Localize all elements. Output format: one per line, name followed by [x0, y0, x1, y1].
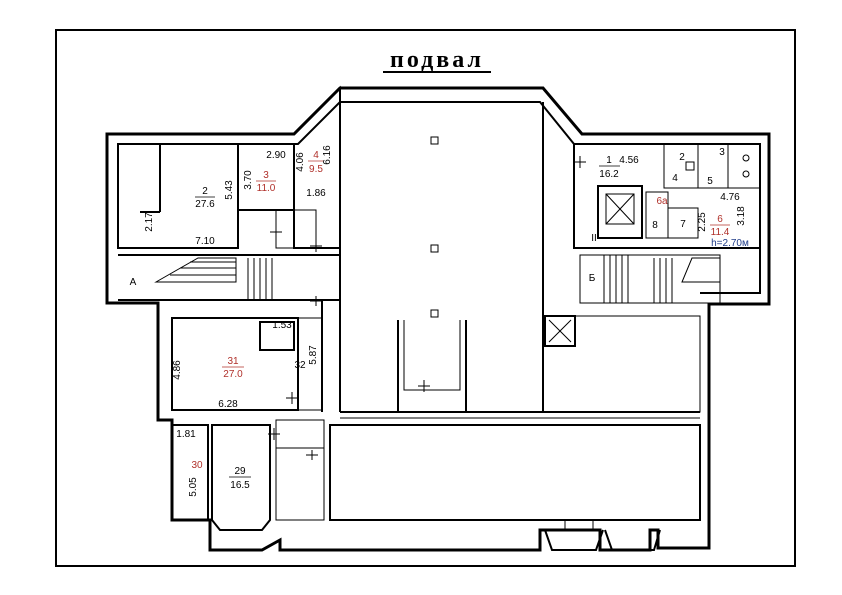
- room-29-area: 16.5: [230, 480, 250, 491]
- room-3-number: 3: [263, 170, 269, 181]
- room-4-dim: 4.06: [295, 152, 306, 172]
- room-8-number: 8: [652, 220, 658, 231]
- room-6a-number: 6а: [656, 196, 668, 207]
- column: [430, 136, 439, 145]
- room-small-2: [663, 143, 699, 189]
- room-1-dim: 4.56: [619, 155, 639, 166]
- room-3: [237, 143, 295, 211]
- room-7-number: 7: [680, 219, 686, 230]
- room-7: [667, 207, 699, 239]
- room-6-dim: 4.76: [720, 192, 740, 203]
- room-6-dim: 3.18: [736, 206, 747, 226]
- room-4-dim: 6.16: [322, 145, 333, 165]
- room-31-dim: 4.86: [172, 360, 183, 380]
- room-31-dim: 6.28: [218, 399, 238, 410]
- room-6-number: 6: [717, 214, 723, 225]
- column: [430, 244, 439, 253]
- room-30-dim: 5.05: [188, 477, 199, 497]
- room-corridor: [275, 209, 317, 249]
- room-2: [117, 143, 239, 249]
- drawing-frame: [55, 29, 796, 567]
- elevator-shaft: [597, 185, 643, 239]
- sink-icon: [685, 161, 695, 171]
- bottom-hall: [329, 424, 701, 521]
- plan-title: подвал: [390, 47, 484, 73]
- room-29-number: 29: [234, 466, 246, 477]
- room-4: [293, 85, 341, 249]
- wall: [403, 320, 461, 391]
- room-6-area: 11.4: [711, 227, 730, 238]
- room-3-dim: 2.90: [266, 150, 286, 161]
- right-lower-room: [542, 315, 701, 413]
- room-small-wc: [727, 143, 761, 189]
- stair-b-label: Б: [589, 273, 596, 284]
- room-31-number: 31: [227, 356, 239, 367]
- room-29: [211, 424, 271, 531]
- room-31-area: 27.0: [223, 369, 243, 380]
- room-31-dim: 5.87: [308, 345, 319, 365]
- room-3-area: 11.0: [257, 183, 276, 194]
- room-4-dim: 1.86: [306, 188, 326, 199]
- stair-b-landing: [681, 257, 721, 283]
- shaft: [259, 321, 295, 351]
- wc-icon: [742, 154, 750, 162]
- room-small-3-number: 3: [719, 147, 725, 158]
- wc-icon: [742, 170, 750, 178]
- bay-window: [544, 529, 604, 551]
- room-small-2-number: 2: [679, 152, 685, 163]
- room-31-dim: 1.53: [272, 320, 292, 331]
- door-marks: [268, 156, 586, 460]
- room-2-area: 27.6: [195, 199, 215, 210]
- room-2-number: 2: [202, 186, 208, 197]
- stair-a: [154, 257, 237, 283]
- room-32-number: 32: [294, 360, 306, 371]
- step: [564, 519, 594, 531]
- room-small-4-number: 4: [672, 173, 678, 184]
- room-2-dim: 7.10: [195, 236, 215, 247]
- roman-numeral: II: [591, 233, 597, 244]
- stair-a-steps: [170, 258, 273, 300]
- room-30-number: 30: [191, 460, 203, 471]
- wall: [397, 320, 467, 413]
- elevator-cab: [605, 193, 635, 225]
- room-4-area: 9.5: [309, 164, 323, 175]
- room-30-dim: 1.81: [176, 429, 196, 440]
- stair-b-steps: [603, 255, 673, 303]
- inner-outline: [118, 101, 761, 294]
- bay-window: [604, 529, 661, 551]
- corridor: [275, 419, 325, 521]
- room-2-dim: 5.43: [224, 180, 235, 200]
- room-1-number: 1: [606, 155, 612, 166]
- ceiling-height: h=2.70м: [711, 238, 749, 249]
- room-6-dim: 2.25: [697, 212, 708, 232]
- room-2-dim: 2.17: [144, 212, 155, 232]
- room-small-5-number: 5: [707, 176, 713, 187]
- room-30: [171, 424, 209, 521]
- stair-b: [579, 254, 721, 304]
- room-3-dim: 3.70: [243, 170, 254, 190]
- stair-a-label: А: [130, 277, 137, 288]
- room-1-area: 16.2: [599, 169, 619, 180]
- column: [430, 309, 439, 318]
- room-4-number: 4: [313, 150, 319, 161]
